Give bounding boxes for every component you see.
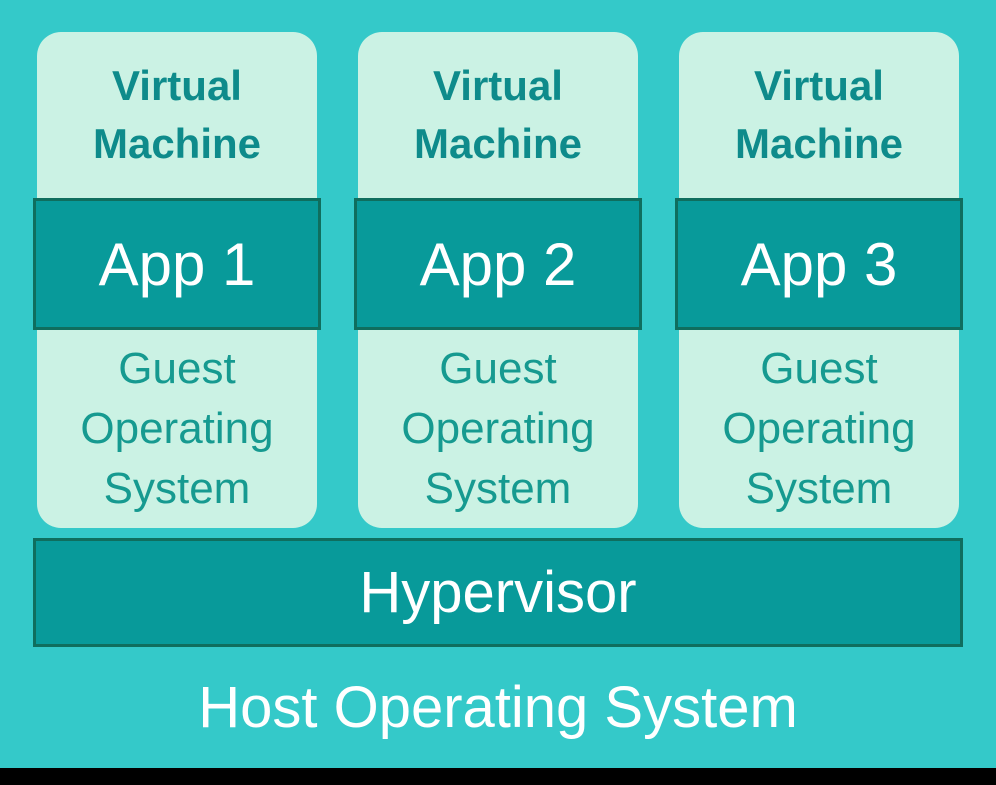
- guest-os-label-3: Guest Operating System: [722, 344, 916, 513]
- guest-os-label-1: Guest Operating System: [80, 344, 274, 513]
- app-box-3: App 3: [675, 198, 963, 330]
- vm-card-3: Virtual Machine App 3 Guest Operating Sy…: [675, 32, 963, 528]
- vm-title-3: Virtual Machine: [734, 62, 904, 167]
- vm-card-2: Virtual Machine App 2 Guest Operating Sy…: [354, 32, 642, 528]
- vm-card-1: Virtual Machine App 1 Guest Operating Sy…: [33, 32, 321, 528]
- host-os-label: Host Operating System: [198, 675, 798, 740]
- letterbox-bar: [0, 768, 996, 785]
- vm-cards-row: Virtual Machine App 1 Guest Operating Sy…: [33, 32, 963, 528]
- diagram-content: Virtual Machine App 1 Guest Operating Sy…: [33, 32, 963, 768]
- vm-title-2: Virtual Machine: [413, 62, 583, 167]
- app-label-1: App 1: [98, 230, 256, 298]
- vm-title-1: Virtual Machine: [92, 62, 262, 167]
- app-label-3: App 3: [740, 230, 898, 298]
- hypervisor-label: Hypervisor: [359, 560, 637, 625]
- app-box-1: App 1: [33, 198, 321, 330]
- app-box-2: App 2: [354, 198, 642, 330]
- guest-os-label-2: Guest Operating System: [401, 344, 595, 513]
- hypervisor-bar: Hypervisor: [33, 538, 963, 647]
- app-label-2: App 2: [419, 230, 577, 298]
